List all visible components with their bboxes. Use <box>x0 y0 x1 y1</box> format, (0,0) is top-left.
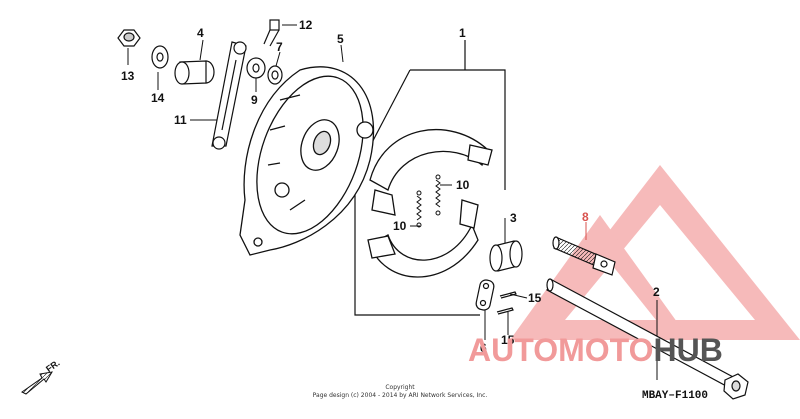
callout-1: 1 <box>459 26 466 40</box>
part-10-spring-lower <box>416 190 422 228</box>
diagram-code: MBAY–F1100 <box>641 390 708 402</box>
part-5-brake-panel <box>239 66 375 256</box>
part-15-cotter-pin-lower <box>496 307 514 315</box>
watermark-logo <box>510 165 800 340</box>
part-7-seal <box>267 65 283 85</box>
copyright-heading: Copyright <box>385 384 415 391</box>
callout-3: 3 <box>510 211 517 225</box>
callout-12: 12 <box>299 18 313 32</box>
callout-7: 7 <box>276 40 283 54</box>
part-9-washer <box>246 57 266 79</box>
part-13-nut <box>117 29 141 47</box>
part-4-collar <box>174 60 215 85</box>
copyright-line: Page design (c) 2004 - 2014 by ARI Netwo… <box>312 392 488 399</box>
watermark-moto: MOTO <box>558 332 654 368</box>
callout-8: 8 <box>582 210 589 224</box>
callout-10-upper: 10 <box>456 178 470 192</box>
callout-13: 13 <box>121 69 135 83</box>
front-direction-arrow-icon <box>21 371 53 395</box>
part-3-collar <box>489 240 523 272</box>
part-1-brake-shoe-upper <box>369 129 493 216</box>
part-1-brake-shoe-lower <box>367 199 479 278</box>
part-10-spring-upper <box>435 174 441 216</box>
watermark-brand-text: AUTOMOTOHUB <box>468 332 723 369</box>
brake-shoe-assembly-frame <box>354 40 506 316</box>
part-14-washer <box>151 45 169 69</box>
part-2-axle <box>546 278 749 400</box>
part-8-adjuster-bolt <box>552 236 616 276</box>
callout-11: 11 <box>174 113 187 127</box>
part-15-cotter-pin-upper <box>499 291 517 299</box>
callout-15-lower: 15 <box>501 333 515 347</box>
part-12-bolt <box>263 19 280 47</box>
watermark-auto: AUTO <box>468 332 559 368</box>
callout-labels: 1 2 3 4 5 6 7 8 9 10 10 11 12 13 14 15 1… <box>121 18 660 355</box>
callout-15-upper: 15 <box>528 291 542 305</box>
callout-14: 14 <box>151 91 165 105</box>
part-11-torque-link <box>211 41 247 150</box>
callout-6: 6 <box>480 341 487 355</box>
callout-9: 9 <box>251 93 258 107</box>
callout-4: 4 <box>197 26 204 40</box>
callout-10-lower: 10 <box>393 219 407 233</box>
part-6-plate <box>475 279 495 311</box>
watermark-hub: HUB <box>653 332 723 368</box>
callout-5: 5 <box>337 32 344 46</box>
callout-2: 2 <box>653 285 660 299</box>
